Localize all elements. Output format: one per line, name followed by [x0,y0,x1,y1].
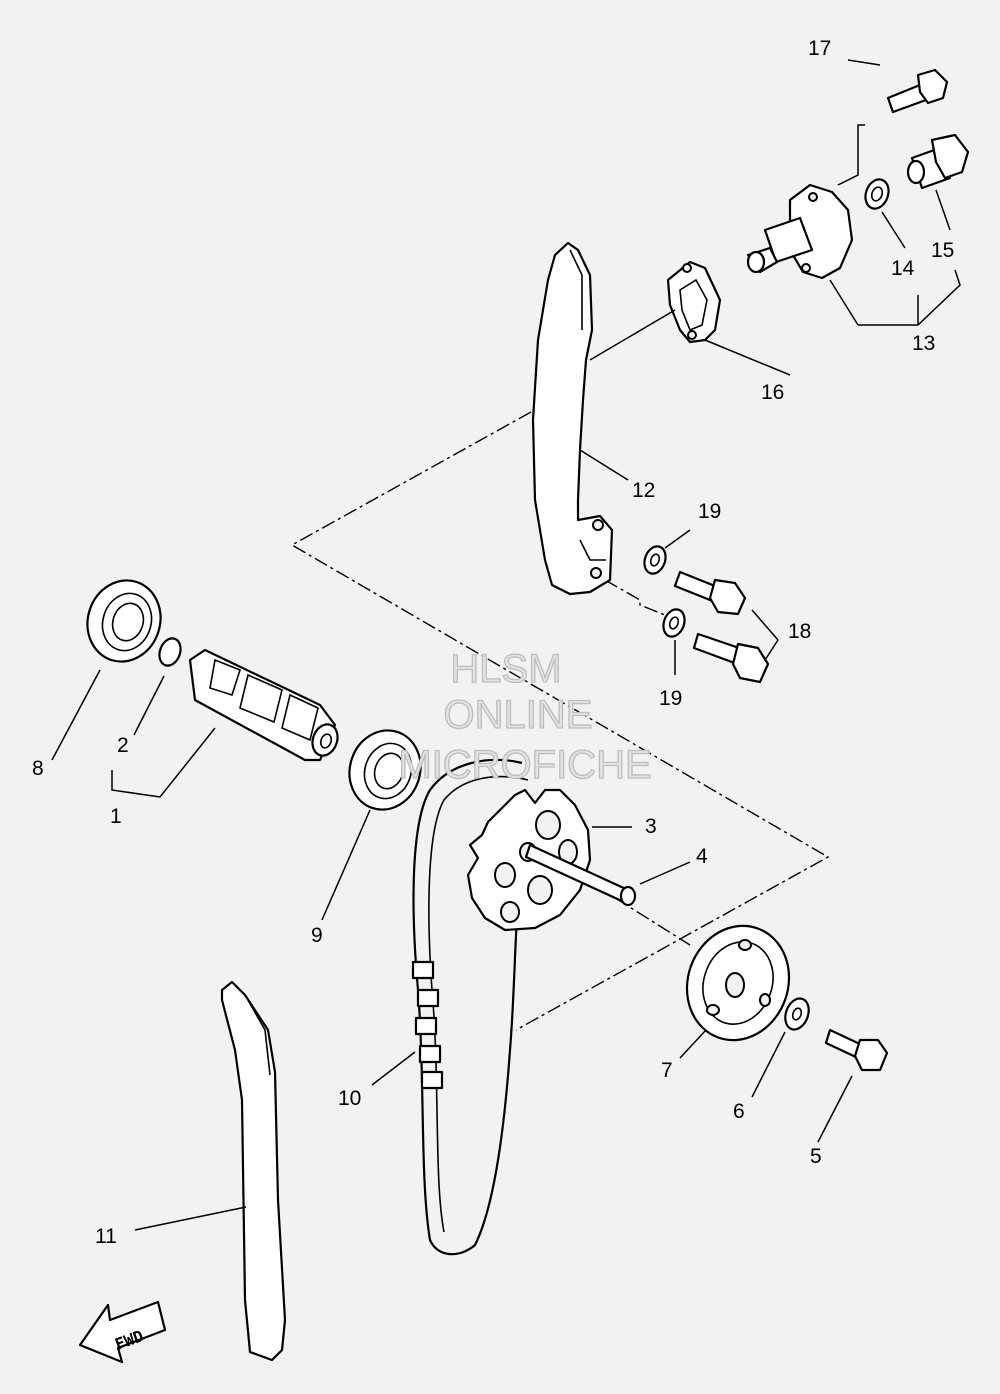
o-ring-part-2 [158,637,182,667]
callout-19-upper: 19 [698,500,721,523]
plate-part-7 [685,924,791,1042]
watermark-line-1: HLSM [450,647,561,691]
callout-12: 12 [632,479,655,502]
bearing-part-8 [86,579,162,663]
callout-1: 1 [110,805,122,828]
bolt-part-18-upper [673,570,747,616]
callout-2: 2 [117,734,129,757]
callout-3: 3 [645,815,657,838]
washer-part-14 [864,178,890,210]
camshaft-part-1 [188,648,339,762]
watermark-line-2: ONLINE [444,693,593,737]
pin-part-4 [524,843,637,907]
bearing-part-9 [348,729,422,811]
cap-bolt-part-15 [906,133,970,190]
callout-16: 16 [761,381,784,404]
callout-14: 14 [891,257,915,280]
callout-19-lower: 19 [659,687,682,710]
callout-8: 8 [32,757,44,780]
callout-6: 6 [733,1100,745,1123]
callout-17: 17 [808,37,831,60]
callout-13: 13 [912,332,935,355]
callout-15: 15 [931,239,954,262]
forward-direction-badge: FWD [78,1300,167,1364]
chain-guide-part-12 [531,241,614,596]
chain-guide-part-11 [220,980,287,1362]
callout-7: 7 [661,1059,673,1082]
tensioner-part-13 [746,183,854,280]
bolt-part-18-lower [692,632,770,684]
callout-9: 9 [311,924,323,947]
callout-10: 10 [338,1087,361,1110]
callout-numbers: 1 2 3 4 5 6 7 8 9 10 11 12 13 14 15 16 1… [32,37,954,1248]
timing-chain-part-10 [411,758,529,1256]
callout-4: 4 [696,845,708,868]
bolt-part-5 [824,1028,889,1072]
washer-part-19-lower [662,608,686,638]
cam-sprocket-part-3 [466,788,592,932]
callout-11: 11 [95,1225,117,1248]
bolt-part-17 [886,68,949,114]
watermark-line-3: MICROFICHE [398,743,651,787]
watermark: HLSM ONLINE MICROFICHE [398,646,653,787]
callout-5: 5 [810,1145,822,1168]
gasket-part-16 [666,260,722,344]
callout-18: 18 [788,620,811,643]
leader-lines [51,59,961,1231]
washer-part-6 [784,997,810,1031]
washer-part-19-upper [643,545,667,575]
